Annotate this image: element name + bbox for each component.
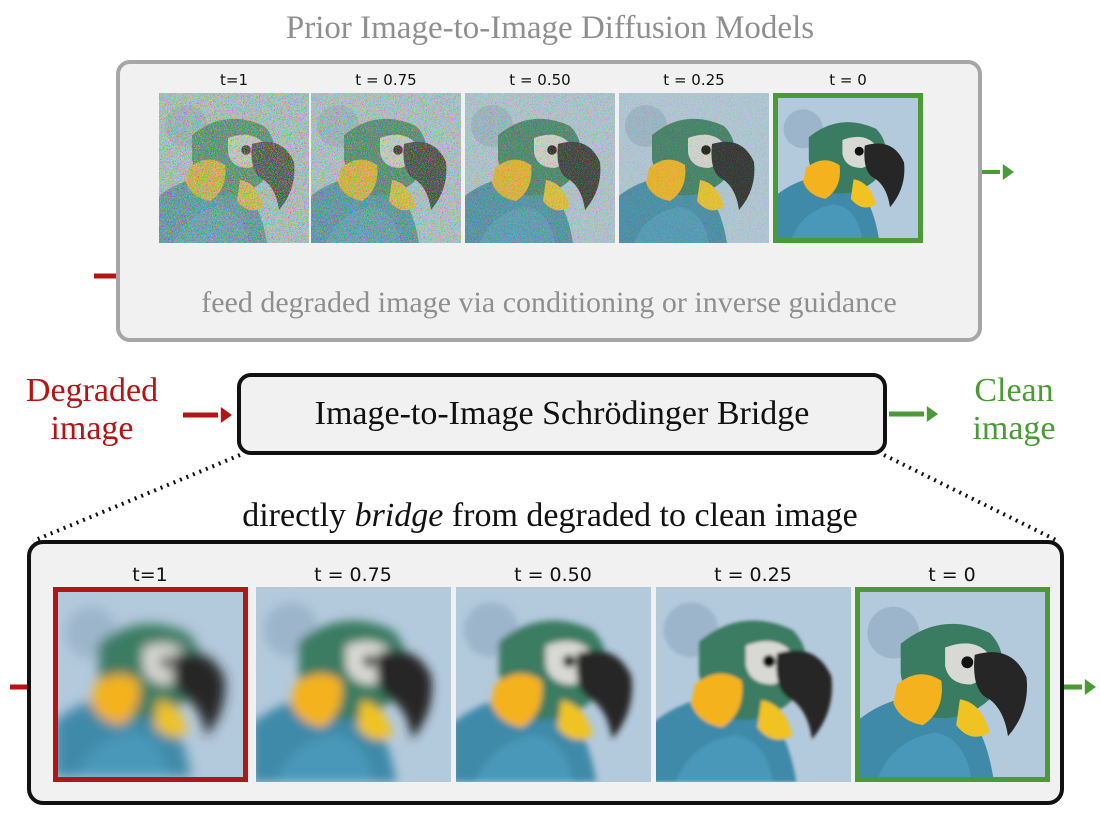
bottom-frame-image bbox=[53, 587, 248, 782]
clean-label-line2: image bbox=[972, 410, 1056, 448]
degraded-image-label: Degraded image bbox=[0, 372, 184, 448]
bridge-subtitle: directly bridge from degraded to clean i… bbox=[0, 499, 1100, 533]
subtitle-post: from degraded to clean image bbox=[443, 497, 858, 534]
bottom-frame-label: t = 0 bbox=[928, 564, 976, 586]
top-frame-image bbox=[619, 93, 769, 243]
clean-label-line1: Clean bbox=[974, 372, 1054, 409]
clean-image-label: Clean image bbox=[948, 372, 1080, 448]
top-frame-image bbox=[465, 93, 615, 243]
top-section-caption: feed degraded image via conditioning or … bbox=[201, 286, 897, 319]
bottom-frame-image bbox=[256, 587, 451, 782]
bottom-frame-label: t=1 bbox=[132, 564, 168, 586]
dotted-connector-left bbox=[32, 453, 241, 543]
bottom-frame-image bbox=[855, 587, 1050, 782]
top-frame-label: t = 0.25 bbox=[663, 71, 725, 89]
output-arrow-head bbox=[926, 406, 938, 422]
bottom-frame-label: t = 0.25 bbox=[714, 564, 792, 586]
bridge-box-label: Image-to-Image Schrödinger Bridge bbox=[314, 395, 810, 432]
bottom-frame-image bbox=[656, 587, 851, 782]
top-frame-label: t = 0.75 bbox=[355, 71, 417, 89]
top-frame-label: t=1 bbox=[220, 71, 248, 89]
dotted-connector-right bbox=[883, 453, 1059, 543]
top-frame-image bbox=[311, 93, 461, 243]
input-arrow-head bbox=[220, 407, 232, 423]
degraded-label-line1: Degraded bbox=[25, 372, 159, 409]
bottom-frame-label: t = 0.50 bbox=[514, 564, 592, 586]
bottom-output-arrowhead bbox=[1084, 679, 1096, 695]
top-output-arrowhead bbox=[1002, 164, 1014, 180]
bottom-frame-image bbox=[456, 587, 651, 782]
degraded-label-line2: image bbox=[50, 410, 134, 448]
top-section-title: Prior Image-to-Image Diffusion Models bbox=[285, 10, 815, 46]
top-frame-image bbox=[159, 93, 309, 243]
subtitle-emphasis: bridge bbox=[354, 497, 444, 534]
top-frame-label: t = 0 bbox=[829, 71, 867, 89]
top-frame-label: t = 0.50 bbox=[509, 71, 571, 89]
schrodinger-bridge-box: Image-to-Image Schrödinger Bridge bbox=[237, 373, 887, 455]
bottom-frame-label: t = 0.75 bbox=[314, 564, 392, 586]
top-frame-image bbox=[773, 93, 923, 243]
subtitle-pre: directly bbox=[242, 497, 355, 534]
